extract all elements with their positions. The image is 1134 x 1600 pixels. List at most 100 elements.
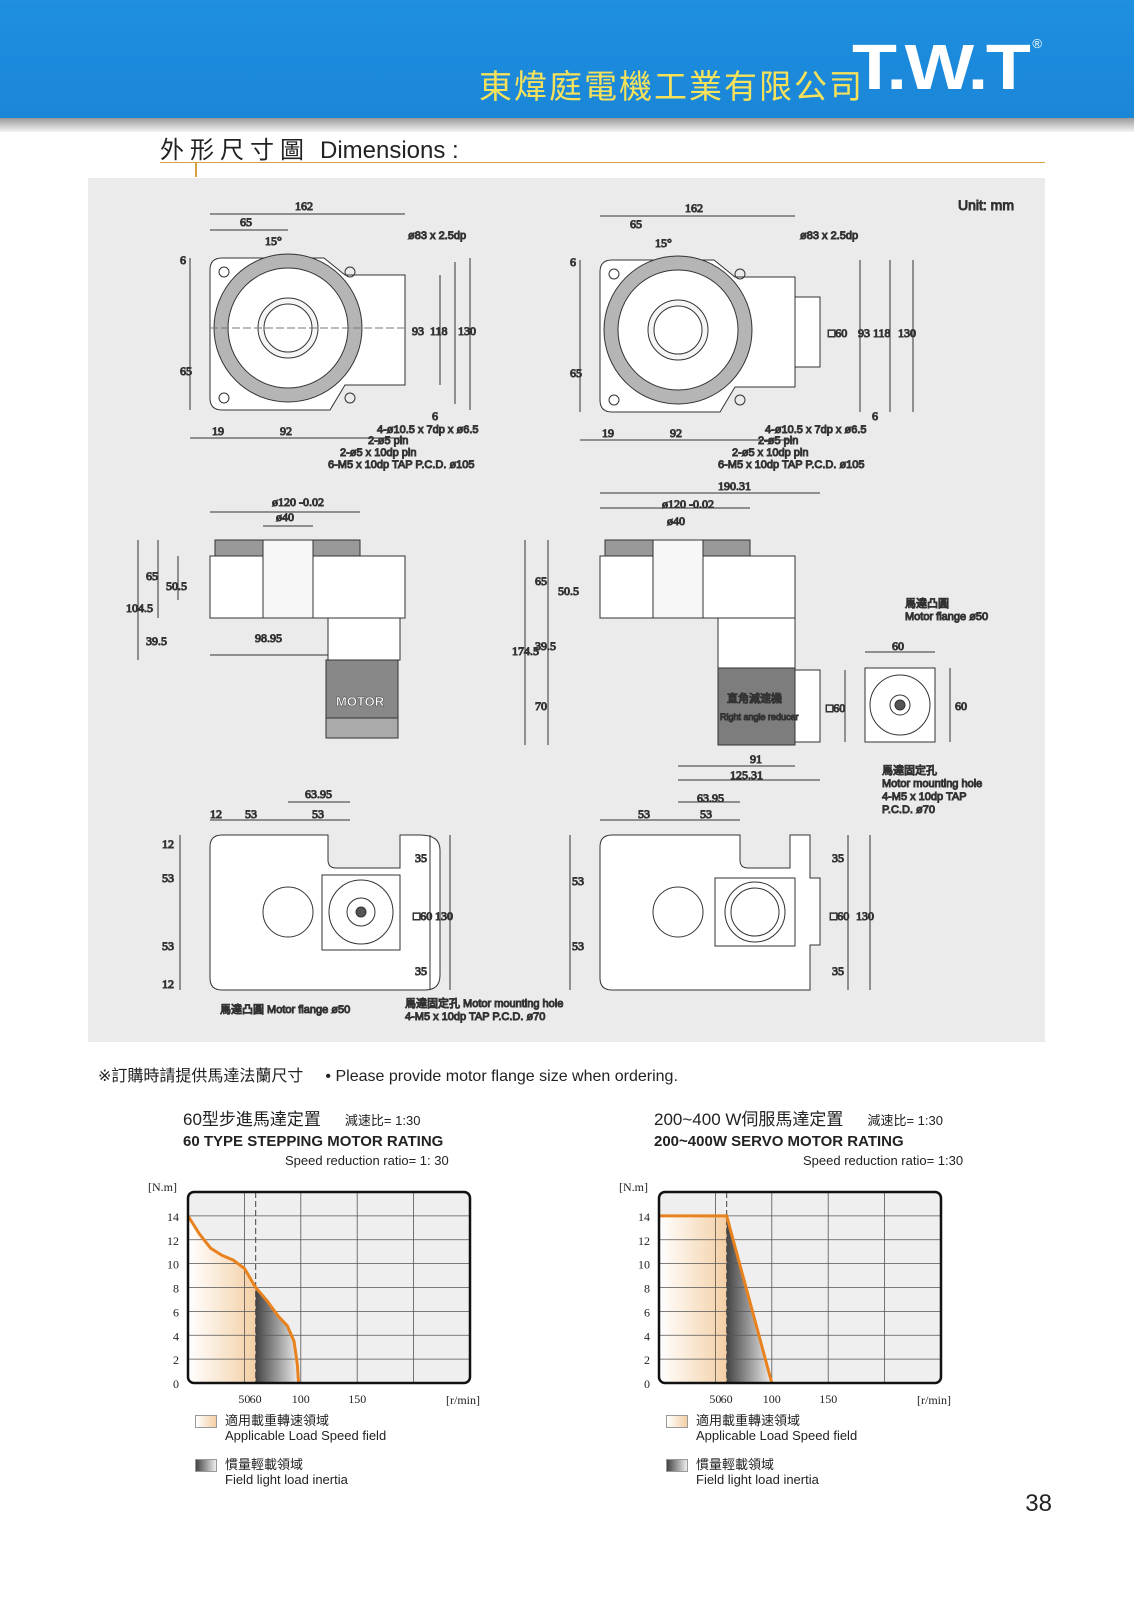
- dim-label: 35: [415, 964, 427, 978]
- chart2-title-zh-text: 200~400 W伺服馬達定置: [654, 1110, 844, 1129]
- legend-inertia-zh: 慣量輕載領域: [696, 1457, 775, 1473]
- callout-label: 6-M5 x 10dp TAP P.C.D. ø105: [328, 459, 475, 471]
- dim-label: 6: [872, 409, 878, 423]
- x-tick-label: 50: [238, 1392, 250, 1406]
- legend-applicable-zh: 適用載重轉速領域: [696, 1413, 801, 1428]
- flange-hole-en: Motor mounting hole: [882, 778, 982, 790]
- dim-label: 65: [240, 215, 252, 229]
- dim-label: 118: [873, 326, 891, 340]
- bottom-view-left: [179, 801, 451, 991]
- dim-label: 12: [162, 837, 174, 851]
- flange-title-zh: 馬達凸圓: [905, 597, 949, 610]
- y-tick-label: 10: [167, 1258, 179, 1272]
- y-tick-label: 10: [638, 1258, 650, 1272]
- y-tick-label: 4: [644, 1329, 650, 1343]
- dim-label: 130: [435, 909, 453, 923]
- ordering-note: ※訂購時請提供馬達法蘭尺寸 • Please provide motor flan…: [98, 1062, 678, 1086]
- y-tick-label: 14: [167, 1210, 179, 1224]
- legend-applicable-en: Applicable Load Speed field: [696, 1428, 858, 1444]
- dim-label: 125.31: [730, 768, 763, 782]
- callout-label: 6-M5 x 10dp TAP P.C.D. ø105: [718, 459, 865, 471]
- dim-label: 39.5: [146, 634, 167, 648]
- chart1-ratio-zh: 減速比= 1:30: [344, 1113, 421, 1128]
- y-axis-label: [N.m]: [148, 1180, 177, 1194]
- dim-label: 19: [602, 426, 614, 440]
- callout-label: ø83 x 2.5dp: [408, 230, 466, 242]
- side-view-right: [524, 492, 846, 781]
- dim-label: 98.95: [255, 631, 282, 645]
- chart2-title-en: 200~400W SERVO MOTOR RATING: [654, 1133, 904, 1150]
- callout-label: ø83 x 2.5dp: [800, 230, 858, 242]
- dim-label: 15°: [265, 234, 282, 248]
- chart2-ratio-zh: 減速比= 1:30: [867, 1113, 943, 1128]
- section-title: 外形尺寸圖 Dimensions :: [160, 130, 459, 165]
- legend-inertia-zh: 慣量輕載領域: [225, 1457, 304, 1473]
- callout-label: 2-ø5 x 10dp pin: [340, 447, 416, 459]
- plot-frame: [657, 1190, 943, 1385]
- dim-label: 35: [832, 964, 844, 978]
- dim-label: 53: [638, 807, 650, 821]
- chart1-title-zh-text: 60型步進馬達定置: [183, 1110, 321, 1129]
- dim-label: 35: [832, 851, 844, 865]
- callout-label: 2-ø5 pin: [758, 435, 798, 447]
- x-tick-label: 150: [348, 1392, 366, 1406]
- x-tick-label: 60: [250, 1392, 262, 1406]
- y-tick-label: 8: [173, 1282, 179, 1296]
- dim-label: 63.95: [697, 791, 724, 805]
- legend-applicable-zh: 適用載重轉速領域: [225, 1413, 330, 1428]
- inertia-swatch: [666, 1459, 688, 1473]
- unit-label: Unit: mm: [958, 197, 1014, 213]
- dim-label: □60: [830, 909, 849, 923]
- y-tick-label: 12: [638, 1234, 650, 1248]
- dim-label: 35: [415, 851, 427, 865]
- section-title-zh: 外形尺寸圖: [160, 136, 310, 164]
- dim-label: 93: [412, 324, 424, 338]
- flange-hole-pcd: P.C.D. ø70: [882, 804, 935, 816]
- bottom-view-right: [569, 801, 871, 991]
- side-view-left: [137, 511, 406, 739]
- legend-applicable-en: Applicable Load Speed field: [225, 1428, 387, 1444]
- dim-label: 60: [955, 699, 967, 713]
- dim-label: 65: [570, 366, 582, 380]
- y-tick-label: 4: [173, 1329, 179, 1343]
- section-title-en: Dimensions :: [320, 137, 459, 164]
- dim-label: 190.31: [718, 479, 751, 493]
- dim-label: 53: [572, 874, 584, 888]
- x-tick-label: 60: [721, 1392, 733, 1406]
- twt-logo: T.W.T: [852, 31, 1031, 103]
- y-tick-label: 6: [173, 1305, 179, 1319]
- callout-label: 4-ø10.5 x 7dp x ø6.5: [377, 424, 479, 436]
- chart1-legend: 適用載重轉速領域 Applicable Load Speed field 慣量輕…: [195, 1413, 386, 1487]
- note-zh: ※訂購時請提供馬達法蘭尺寸: [98, 1068, 304, 1085]
- note-en: • Please provide motor flange size when …: [325, 1068, 678, 1085]
- dim-label: 130: [898, 326, 916, 340]
- dim-label: 65: [630, 217, 642, 231]
- dim-label: □60: [828, 326, 847, 340]
- dim-label: 19: [212, 424, 224, 438]
- dim-label: 53: [312, 807, 324, 821]
- registered-mark: ®: [1032, 36, 1042, 51]
- x-tick-label: 100: [763, 1392, 781, 1406]
- company-name: 東煒庭電機工業有限公司: [479, 67, 864, 106]
- chart1-ratio-en: Speed reduction ratio= 1: 30: [285, 1153, 449, 1168]
- x-axis-label: [r/min]: [446, 1393, 480, 1407]
- dim-label: 53: [245, 807, 257, 821]
- dim-label: 6: [570, 255, 576, 269]
- dim-label: 53: [162, 871, 174, 885]
- x-tick-label: 150: [819, 1392, 837, 1406]
- chart2-ratio-en: Speed reduction ratio= 1:30: [803, 1153, 964, 1168]
- dim-label: ø40: [667, 514, 685, 528]
- dim-label: 162: [685, 201, 703, 215]
- motor-flange-view: [864, 651, 951, 743]
- y-axis-label: [N.m]: [619, 1180, 648, 1194]
- chart1-title-zh: 60型步進馬達定置 減速比= 1:30: [183, 1105, 420, 1130]
- dim-label: 53: [162, 939, 174, 953]
- x-tick-label: 100: [292, 1392, 310, 1406]
- dimension-drawings: Unit: mm 162 65 15° 6 65 93 118 130 6 19…: [126, 197, 1015, 1024]
- page-header-band: [0, 0, 1134, 118]
- title-divider: [160, 162, 1045, 163]
- dim-label: 12: [210, 807, 222, 821]
- dim-label: 39.5: [535, 639, 556, 653]
- dim-label: 92: [670, 426, 682, 440]
